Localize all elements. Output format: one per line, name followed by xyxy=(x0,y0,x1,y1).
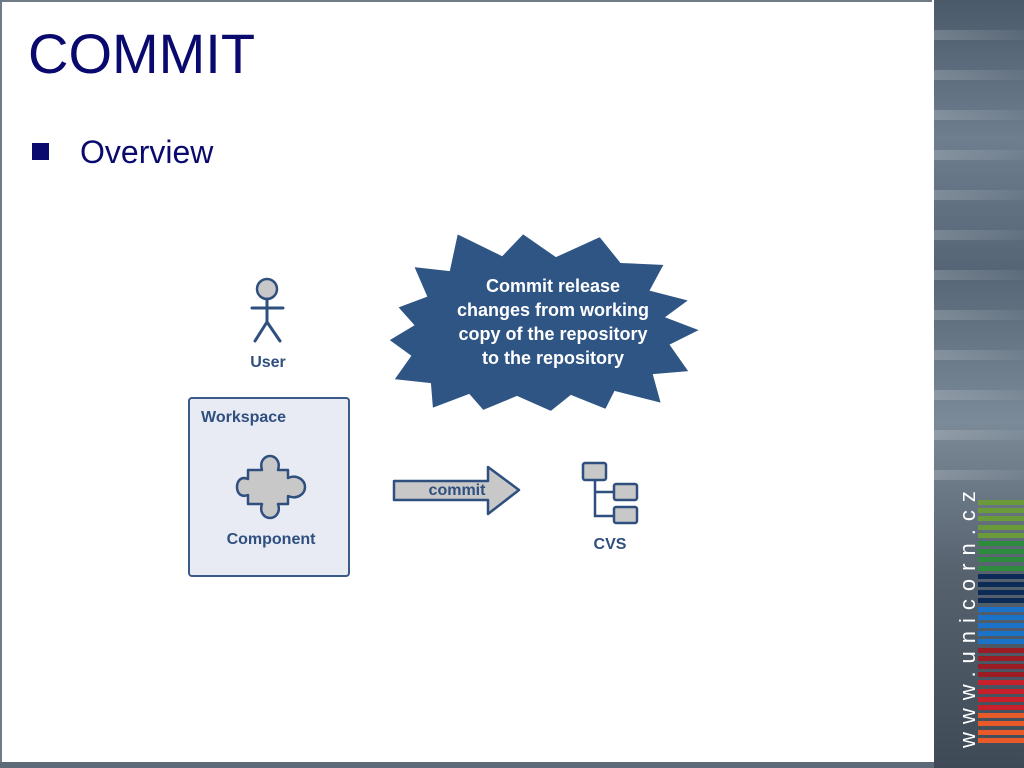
brand-stripe xyxy=(978,574,1024,579)
commit-arrow-label: commit xyxy=(429,482,487,499)
sidebar-blind xyxy=(934,190,1024,200)
brand-stripe xyxy=(978,648,1024,653)
burst-shape xyxy=(388,233,701,412)
repository-label: CVS xyxy=(594,536,627,553)
sidebar-blind xyxy=(934,270,1024,280)
brand-stripe xyxy=(978,713,1024,718)
brand-stripe xyxy=(978,533,1024,538)
brand-stripe xyxy=(978,566,1024,571)
brand-stripe xyxy=(978,623,1024,628)
workspace-label: Workspace xyxy=(201,409,286,426)
brand-stripe xyxy=(978,738,1024,743)
callout-line-2: changes from working xyxy=(457,300,649,320)
sidebar-blind xyxy=(934,30,1024,40)
sidebar-blind xyxy=(934,310,1024,320)
brand-stripe xyxy=(978,730,1024,735)
callout-line-3: copy of the repository xyxy=(458,324,647,344)
brand-stripe xyxy=(978,639,1024,644)
user-icon xyxy=(252,279,283,341)
brand-stripe xyxy=(978,541,1024,546)
sidebar-blind xyxy=(934,470,1024,480)
commit-diagram: Commit release changes from working copy… xyxy=(0,0,932,760)
slide-bottom-edge xyxy=(0,762,934,768)
brand-stripe xyxy=(978,557,1024,562)
sidebar-blind xyxy=(934,110,1024,120)
brand-stripe xyxy=(978,689,1024,694)
brand-stripe xyxy=(978,721,1024,726)
brand-stripe xyxy=(978,598,1024,603)
brand-stripe xyxy=(978,508,1024,513)
brand-stripe xyxy=(978,664,1024,669)
brand-stripe xyxy=(978,705,1024,710)
sidebar-blind xyxy=(934,430,1024,440)
brand-stripe xyxy=(978,582,1024,587)
brand-stripe xyxy=(978,500,1024,505)
brand-stripe xyxy=(978,590,1024,595)
repository-tree-icon xyxy=(583,463,637,523)
component-label: Component xyxy=(227,531,317,548)
sidebar-blind xyxy=(934,70,1024,80)
callout-line-4: to the repository xyxy=(482,348,624,368)
brand-stripe xyxy=(978,656,1024,661)
brand-stripe xyxy=(978,697,1024,702)
brand-stripe xyxy=(978,516,1024,521)
user-label: User xyxy=(250,354,286,371)
brand-stripe xyxy=(978,615,1024,620)
callout-line-1: Commit release xyxy=(486,276,620,296)
brand-stripe xyxy=(978,680,1024,685)
brand-stripe xyxy=(978,549,1024,554)
brand-stripe xyxy=(978,607,1024,612)
sidebar-blind xyxy=(934,230,1024,240)
brand-stripe xyxy=(978,672,1024,677)
brand-stripe xyxy=(978,525,1024,530)
callout-burst: Commit release changes from working copy… xyxy=(388,233,701,412)
sidebar-blind xyxy=(934,150,1024,160)
sidebar-blind xyxy=(934,390,1024,400)
brand-stripe xyxy=(978,631,1024,636)
sidebar-blind xyxy=(934,350,1024,360)
brand-url: www.unicorn.cz xyxy=(958,483,978,748)
